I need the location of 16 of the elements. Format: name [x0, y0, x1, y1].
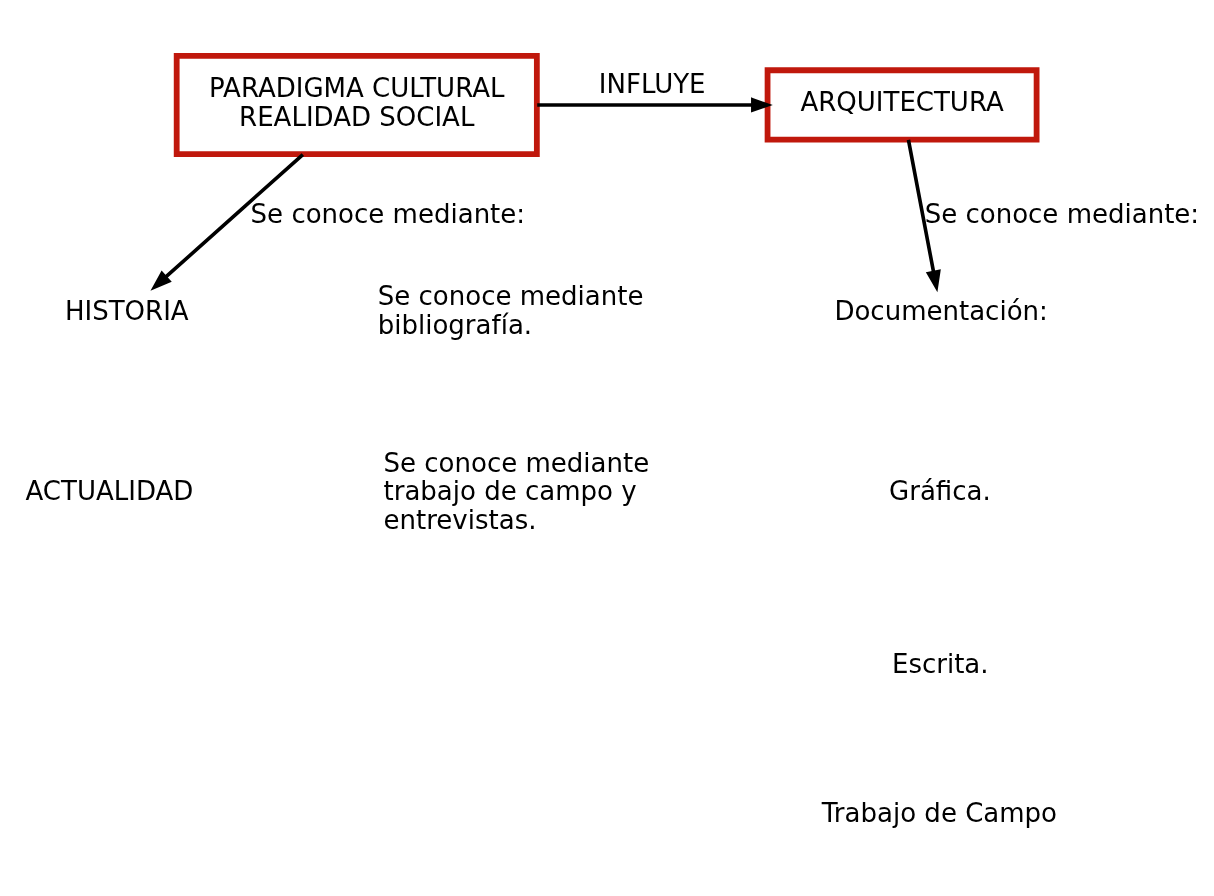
node-box: ARQUITECTURA — [764, 66, 1040, 143]
arrow — [150, 152, 305, 291]
label: Escrita. — [891, 648, 989, 679]
label: Trabajo de Campo — [821, 797, 1058, 828]
label: Se conoce mediante bibliografía. — [377, 280, 644, 340]
arrow — [537, 96, 773, 113]
label: ACTUALIDAD — [25, 475, 194, 506]
label: Se conoce mediante trabajo de campo y entrevistas. — [383, 447, 650, 535]
arrow — [906, 139, 941, 292]
label: Gráfica. — [889, 475, 991, 506]
edge-label: Se conoce mediante: — [250, 198, 526, 229]
node-text: Documentación: — [834, 295, 1048, 326]
edge-label: Se conoce mediante: — [924, 198, 1200, 229]
edge-label: INFLUYE — [598, 68, 706, 99]
node-text: HISTORIA — [64, 295, 189, 326]
node-box: PARADIGMA CULTURAL REALIDAD SOCIAL — [173, 52, 540, 157]
